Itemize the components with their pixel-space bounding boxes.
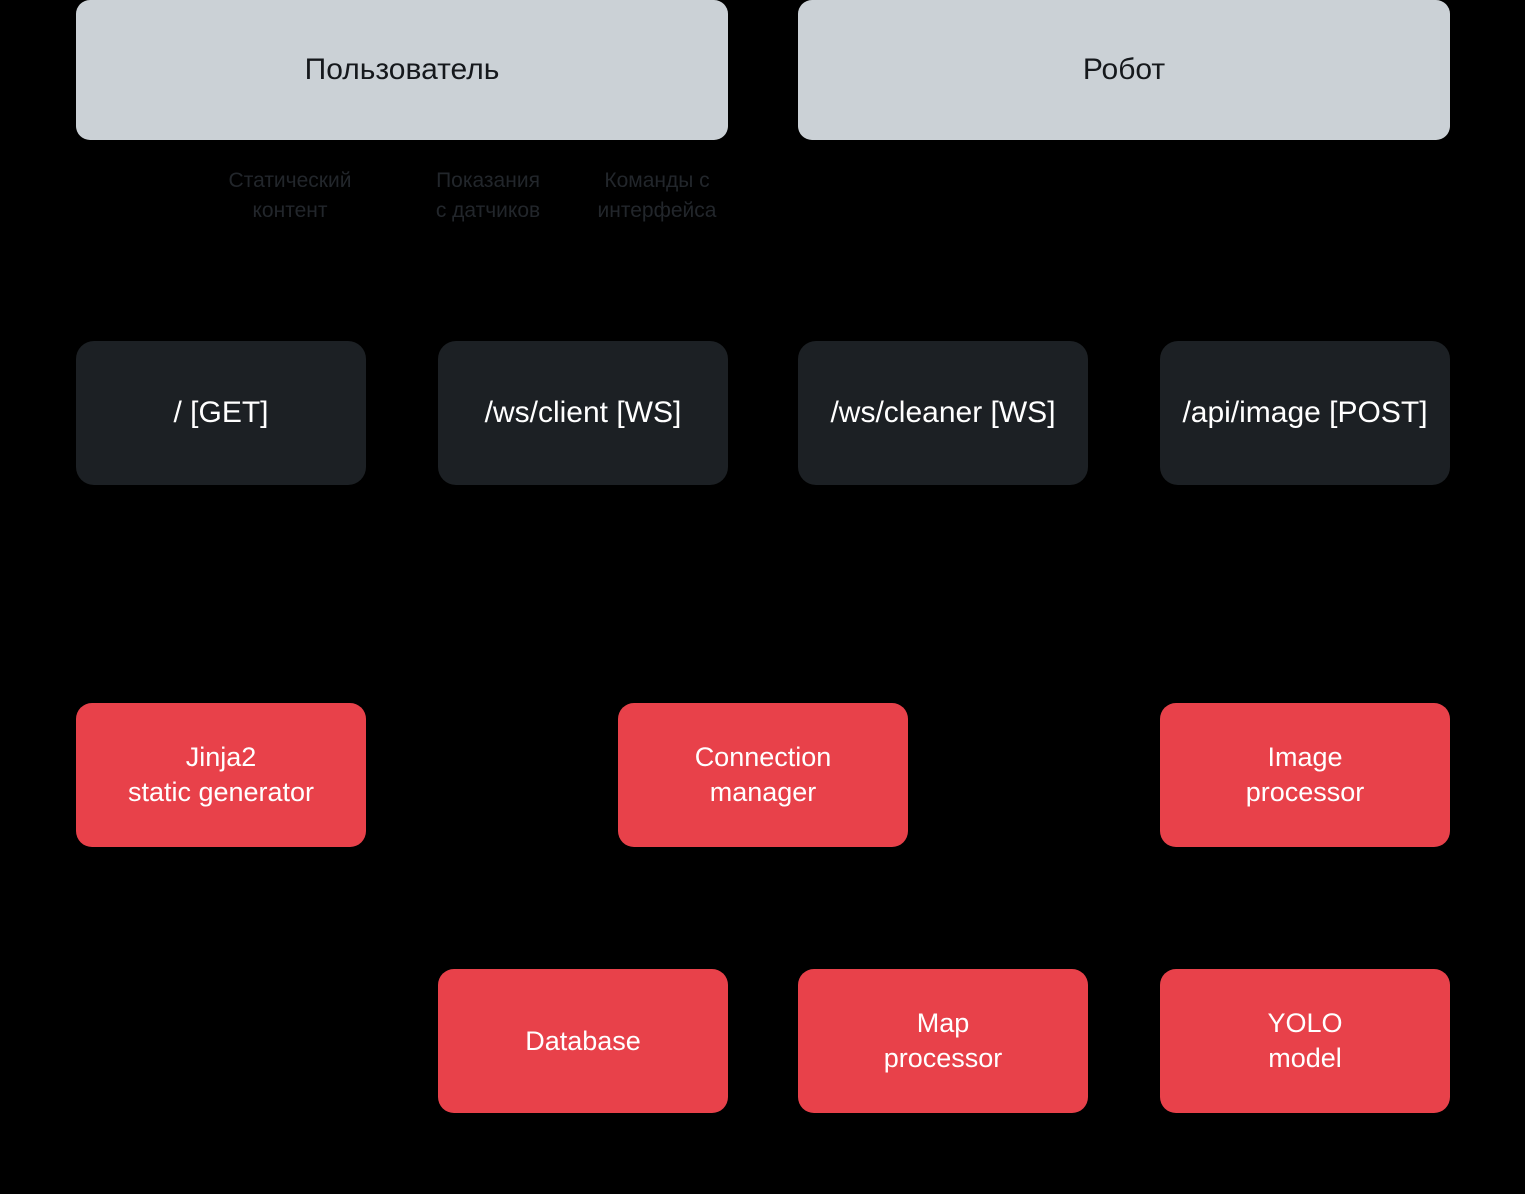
service-box-map-processor[interactable]: Map processor xyxy=(798,969,1088,1113)
actor-box-user: Пользователь xyxy=(76,0,728,140)
service-box-connection-manager[interactable]: Connection manager xyxy=(618,703,908,847)
endpoint-box-api-image[interactable]: /api/image [POST] xyxy=(1160,341,1450,485)
endpoint-box-ws-client[interactable]: /ws/client [WS] xyxy=(438,341,728,485)
service-box-image-processor[interactable]: Image processor xyxy=(1160,703,1450,847)
flow-label-sensor-readings: Показания с датчиков xyxy=(435,169,541,222)
service-box-jinja2-static-generator[interactable]: Jinja2 static generator xyxy=(76,703,366,847)
flow-label-interface-commands: Команды с интерфейса xyxy=(597,169,717,222)
service-box-database[interactable]: Database xyxy=(438,969,728,1113)
actor-box-robot: Робот xyxy=(798,0,1450,140)
endpoint-box-ws-cleaner[interactable]: /ws/cleaner [WS] xyxy=(798,341,1088,485)
service-box-yolo-model[interactable]: YOLO model xyxy=(1160,969,1450,1113)
flow-label-static-content: Статический контент xyxy=(228,169,352,222)
endpoint-box-root-get[interactable]: / [GET] xyxy=(76,341,366,485)
